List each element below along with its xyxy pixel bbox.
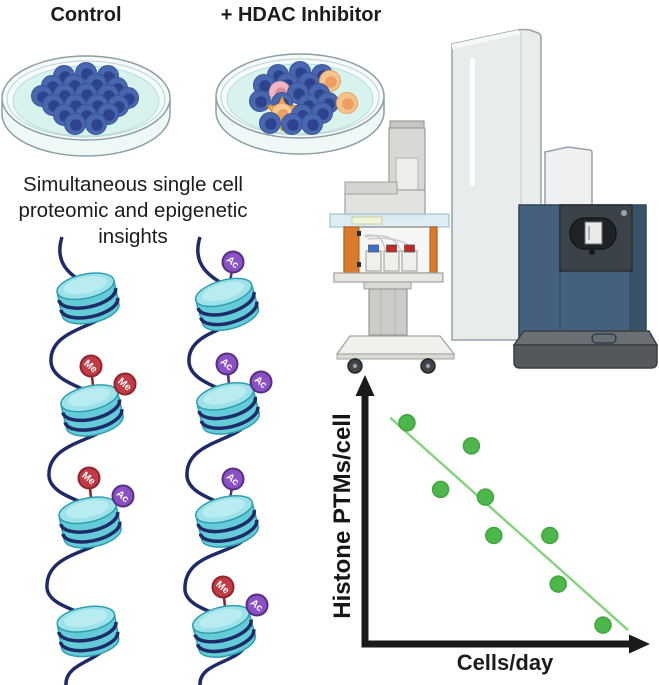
caster-wheel xyxy=(347,358,363,374)
ptm-mark-ac xyxy=(221,467,245,491)
solvent-bottles xyxy=(365,244,418,272)
mass-spectrometer xyxy=(451,28,659,369)
caption-line-2: proteomic and epigenetic xyxy=(18,199,248,222)
caption-line-1: Simultaneous single cell xyxy=(23,173,243,196)
scatter-plot xyxy=(355,375,650,654)
lc-system xyxy=(329,120,456,374)
nucleosome-disk xyxy=(53,600,123,663)
nucleosome xyxy=(53,600,123,663)
ptm-mark-me xyxy=(79,354,103,378)
nucleosome-disk xyxy=(190,271,264,338)
scatter-point xyxy=(398,414,416,432)
lc-shelf xyxy=(329,213,450,228)
bottle xyxy=(401,250,418,272)
ptm-mark-ac xyxy=(221,250,245,274)
nucleosome: Ac xyxy=(191,467,263,555)
nucleosome-disk xyxy=(191,488,263,555)
scatter-point xyxy=(485,526,503,545)
x-axis-arrowhead xyxy=(629,634,650,654)
nucleosome xyxy=(52,266,124,331)
trend-line xyxy=(389,416,630,632)
y-axis-label: Histone PTMs/cell xyxy=(329,413,356,619)
ptm-mark-me xyxy=(77,466,101,490)
nucleosome: Ac xyxy=(190,250,264,338)
lc-pedestal xyxy=(368,288,408,336)
ptm-mark-ac xyxy=(215,352,239,376)
scatter-point xyxy=(462,437,481,455)
ptm-mark-ac xyxy=(245,593,269,617)
caster-wheel xyxy=(420,358,436,374)
lc-base xyxy=(335,335,456,355)
petri-dish-treated xyxy=(215,53,385,155)
control-label: Control xyxy=(50,4,122,26)
y-axis-arrowhead xyxy=(355,375,375,396)
petri-dish-control xyxy=(1,55,171,157)
ms-small-tower xyxy=(544,146,593,207)
scatter-point xyxy=(594,616,612,634)
ms-status-light xyxy=(621,210,627,216)
x-axis-label: Cells/day xyxy=(456,650,554,675)
bottle-cap xyxy=(386,244,397,253)
figure-caption: Simultaneous single cell proteomic and e… xyxy=(2,172,264,250)
treatment-label: + HDAC Inhibitor xyxy=(220,4,382,26)
ptm-mark-ac xyxy=(249,370,273,394)
ptm-mark-ac xyxy=(111,484,135,508)
bottle-cap xyxy=(404,244,415,253)
nucleosome-disk xyxy=(52,266,124,331)
caption-line-3: insights xyxy=(98,225,168,248)
bottle xyxy=(365,250,382,272)
scatter-point xyxy=(549,575,567,593)
bottle xyxy=(383,250,400,272)
ptm-mark-me xyxy=(211,575,235,599)
scatter-point xyxy=(476,488,495,506)
ptm-mark-me xyxy=(113,372,137,396)
bottle-cap xyxy=(368,244,379,253)
scatter-point xyxy=(541,526,559,545)
scatter-point xyxy=(431,480,450,499)
ms-base xyxy=(512,330,659,346)
